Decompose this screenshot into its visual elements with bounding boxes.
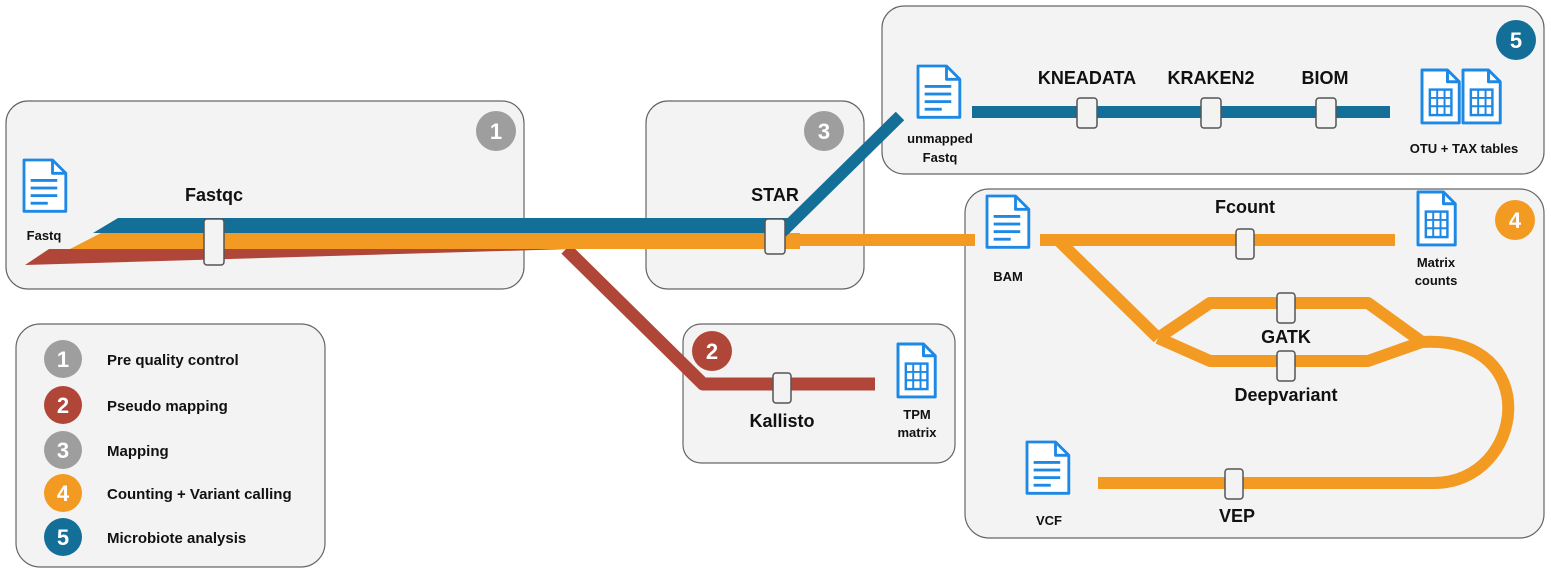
stage-badge-4: 4 <box>1495 200 1535 240</box>
station-kallisto <box>772 372 792 404</box>
tool-label-star: STAR <box>751 185 799 205</box>
svg-text:5: 5 <box>57 525 69 550</box>
file-label-fastq: Fastq <box>27 228 62 243</box>
file-label-tpm-1: TPM <box>903 407 930 422</box>
stage-badge-5: 5 <box>1496 20 1536 60</box>
stage-badge-2: 2 <box>692 331 732 371</box>
svg-text:4: 4 <box>57 481 70 506</box>
fastq-file-icon <box>22 158 68 213</box>
tool-label-kraken2: KRAKEN2 <box>1167 68 1254 88</box>
svg-text:2: 2 <box>706 339 718 364</box>
station-star <box>764 218 786 255</box>
svg-text:5: 5 <box>1510 28 1522 53</box>
stage-badge-1: 1 <box>476 111 516 151</box>
tax-table-icon <box>1461 68 1502 125</box>
tpm-matrix-table-icon <box>896 342 937 399</box>
tool-label-biom: BIOM <box>1302 68 1349 88</box>
red-line-stage-1 <box>25 249 570 265</box>
legend-box <box>15 323 326 568</box>
tool-label-gatk: GATK <box>1261 327 1311 347</box>
station-kraken2 <box>1200 97 1222 129</box>
tool-label-vep: VEP <box>1219 506 1255 526</box>
station-fcount <box>1235 228 1255 260</box>
tool-label-fcount: Fcount <box>1215 197 1275 217</box>
station-vep <box>1224 468 1244 500</box>
file-label-unmapped-2: Fastq <box>923 150 958 165</box>
legend-label-4: Counting + Variant calling <box>107 486 292 503</box>
red-line-to-kallisto <box>561 244 875 391</box>
file-label-otu-tax: OTU + TAX tables <box>1410 141 1518 156</box>
otu-table-icon <box>1420 68 1461 125</box>
station-biom <box>1315 97 1337 129</box>
orange-line-branch <box>1053 235 1163 343</box>
tool-label-kneadata: KNEADATA <box>1038 68 1136 88</box>
tool-label-deepvariant: Deepvariant <box>1234 385 1337 405</box>
tool-stations <box>203 97 1337 500</box>
legend-item-3: 3 Mapping <box>44 431 169 469</box>
bam-file-icon <box>985 194 1031 249</box>
svg-text:3: 3 <box>57 438 69 463</box>
station-gatk <box>1276 292 1296 324</box>
file-label-matrix-1: Matrix <box>1417 255 1456 270</box>
svg-text:3: 3 <box>818 119 830 144</box>
file-label-bam: BAM <box>993 269 1023 284</box>
stage-2-box <box>682 323 956 464</box>
svg-text:4: 4 <box>1509 208 1522 233</box>
legend: 1 Pre quality control 2 Pseudo mapping 3… <box>44 340 292 556</box>
svg-text:1: 1 <box>57 347 69 372</box>
blue-line-stage-1 <box>93 218 790 233</box>
station-fastqc <box>203 218 225 266</box>
file-label-unmapped-1: unmapped <box>907 131 973 146</box>
file-label-matrix-2: counts <box>1415 273 1458 288</box>
legend-item-1: 1 Pre quality control <box>44 340 239 378</box>
unmapped-fastq-file-icon <box>916 64 962 119</box>
legend-item-5: 5 Microbiote analysis <box>44 518 246 556</box>
svg-text:1: 1 <box>490 119 502 144</box>
legend-item-4: 4 Counting + Variant calling <box>44 474 292 512</box>
legend-label-1: Pre quality control <box>107 352 239 369</box>
file-label-vcf: VCF <box>1036 513 1062 528</box>
legend-label-3: Mapping <box>107 443 169 460</box>
vcf-file-icon <box>1025 440 1071 495</box>
stage-5-box <box>881 5 1545 175</box>
legend-label-2: Pseudo mapping <box>107 398 228 415</box>
blue-line-to-unmapped <box>777 111 905 237</box>
file-label-tpm-2: matrix <box>897 425 937 440</box>
legend-label-5: Microbiote analysis <box>107 530 246 547</box>
station-kneadata <box>1076 97 1098 129</box>
tool-label-fastqc: Fastqc <box>185 185 243 205</box>
station-deepvariant <box>1276 350 1296 382</box>
orange-line-stage-1 <box>70 233 800 249</box>
tool-label-kallisto: Kallisto <box>749 411 814 431</box>
matrix-counts-table-icon <box>1416 190 1457 247</box>
svg-text:2: 2 <box>57 393 69 418</box>
legend-item-2: 2 Pseudo mapping <box>44 386 228 424</box>
stage-badge-3: 3 <box>804 111 844 151</box>
orange-line-loop <box>1098 335 1515 489</box>
